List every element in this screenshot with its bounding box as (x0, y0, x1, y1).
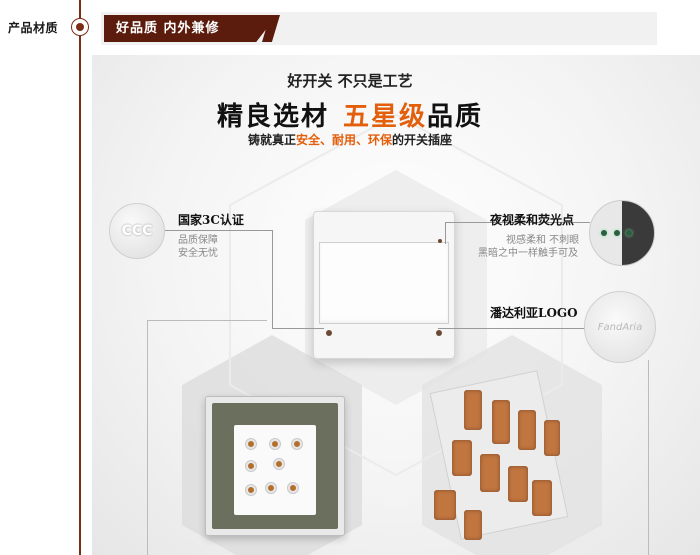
headline-3-pre: 铸就真正 (247, 133, 296, 147)
timeline-rail (79, 0, 81, 555)
ccc-title: 国家3C认证 (178, 213, 244, 227)
connector-line (272, 230, 273, 328)
ccc-badge-icon: CCC (109, 203, 165, 259)
screw-icon (436, 330, 442, 336)
socket-hole-icon (246, 485, 256, 495)
night-desc-2: 黑暗之中一样触手可及 (478, 248, 578, 259)
night-glow-icon (589, 200, 655, 266)
switch-rocker (319, 242, 449, 324)
headline-3-safe: 安全、 (295, 133, 332, 147)
headline-2-main: 精良选材 (216, 102, 329, 132)
socket-hole-icon (266, 483, 276, 493)
headline-2-tail: 品质 (427, 102, 484, 132)
socket-hole-icon (246, 461, 256, 471)
connector-line (445, 222, 446, 244)
connector-line (438, 328, 586, 329)
frame-line (147, 320, 267, 321)
night-title: 夜视柔和荧光点 (490, 213, 575, 227)
timeline-node-icon (71, 18, 89, 36)
outlet-face (234, 425, 316, 515)
ccc-desc-1: 品质保障 (178, 235, 218, 246)
outlet-panel-image (205, 396, 345, 536)
night-desc-1: 视感柔和 不刺眼 (506, 235, 580, 246)
socket-hole-icon (274, 459, 284, 469)
screw-icon (326, 330, 332, 336)
connector-line (165, 230, 273, 231)
socket-hole-icon (288, 483, 298, 493)
ccc-desc-2: 安全无忧 (178, 248, 218, 259)
frame-line (648, 360, 649, 555)
socket-hole-icon (270, 439, 280, 449)
switch-panel-image (313, 211, 455, 359)
socket-hole-icon (292, 439, 302, 449)
connector-line (272, 328, 324, 329)
headline-1: 好开关 不只是工艺 (287, 72, 413, 90)
connector-line (445, 222, 590, 223)
internal-copper-image (404, 370, 582, 550)
brand-logo-icon: FandAria (584, 291, 656, 363)
headline-3-post: 的开关插座 (392, 133, 453, 147)
section-label: 产品材质 (8, 21, 59, 35)
frame-line (147, 320, 148, 555)
headline-3: 铸就真正安全、耐用、环保的开关插座 (0, 131, 700, 148)
headline-3-eco: 环保 (368, 133, 393, 147)
indicator-dot-icon (438, 239, 442, 243)
socket-hole-icon (246, 439, 256, 449)
section-banner: 好品质 内外兼修 (104, 15, 277, 42)
logo-title: 潘达利亚LOGO (490, 306, 578, 320)
headline-3-durable: 耐用、 (331, 133, 368, 147)
headline-2: 精良选材五星级品质 (0, 96, 700, 133)
headline-2-accent: 五星级 (342, 102, 427, 132)
